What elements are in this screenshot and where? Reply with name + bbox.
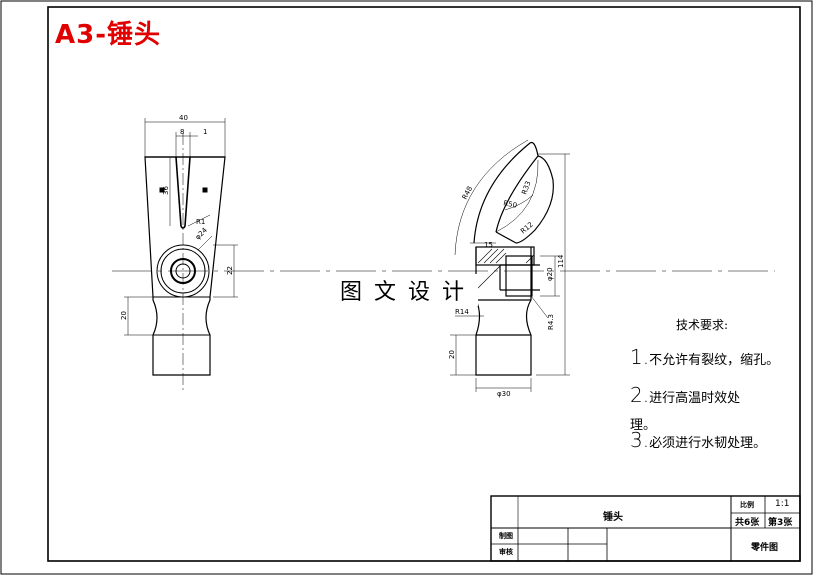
dim-side-neck-height: 20	[448, 350, 456, 359]
tech-item-text: 进行高温时效处	[649, 391, 741, 406]
dim-small-r: R12	[519, 221, 535, 236]
dim-slot-offset: 1	[203, 128, 207, 136]
section-hatching	[475, 248, 535, 291]
side-view-dimensions	[450, 139, 570, 392]
dim-claw-r: R14	[455, 308, 469, 316]
sheet-title: A3-锤头	[55, 20, 162, 50]
part-name: 锤头	[603, 512, 623, 523]
scale-value: 1:1	[775, 499, 790, 509]
dim-fillet: R4.3	[547, 314, 555, 330]
dim-slot-width: 8	[180, 128, 184, 136]
front-view-dimensions	[124, 118, 238, 336]
dim-hole-dia: φ24	[194, 226, 210, 242]
tech-item-text: 必须进行水韧处理。	[649, 436, 767, 451]
tech-item-text: 不允许有裂纹，缩孔。	[649, 353, 780, 368]
drawing-type: 零件图	[751, 543, 779, 553]
tech-item-text: 理。	[630, 418, 657, 433]
sheets-total: 共6张	[735, 518, 760, 528]
dim-hole-height: 22	[226, 266, 234, 275]
dim-chamfer: 15	[484, 241, 493, 249]
tech-item-number: 3.	[630, 428, 650, 452]
front-view	[144, 133, 226, 390]
checked-by-label: 审核	[499, 548, 513, 556]
sheet-number: 第3张	[768, 518, 793, 528]
tech-item-number: 1.	[630, 345, 650, 369]
watermark: 图文设计	[338, 274, 479, 306]
dim-total-height: 114	[557, 254, 565, 268]
dim-slot-depth: 36	[162, 186, 170, 195]
tech-item-1: 1.不允许有裂纹，缩孔。	[630, 345, 779, 369]
dim-neck-height: 20	[120, 311, 128, 320]
dim-base-dia: φ30	[497, 390, 511, 398]
side-view	[473, 141, 554, 376]
title-block	[490, 495, 801, 562]
tech-item-2: 2.进行高温时效处	[630, 383, 740, 407]
tech-item-3: 3.必须进行水韧处理。	[630, 428, 766, 452]
tech-requirements-title: 技术要求:	[676, 318, 729, 332]
tech-item-number: 2.	[630, 383, 650, 407]
dim-radius-r1: R1	[196, 218, 205, 226]
tech-item-2-cont: 理。	[630, 414, 656, 433]
dim-side-hole-dia: φ20	[546, 267, 554, 281]
drawn-by-label: 制图	[499, 532, 513, 540]
dim-width: 40	[179, 114, 188, 122]
dim-mid-arc: R50	[503, 199, 518, 210]
dim-inner-arc: R33	[520, 180, 532, 196]
scale-label: 比例	[740, 501, 754, 509]
drawing-frame	[47, 6, 801, 562]
